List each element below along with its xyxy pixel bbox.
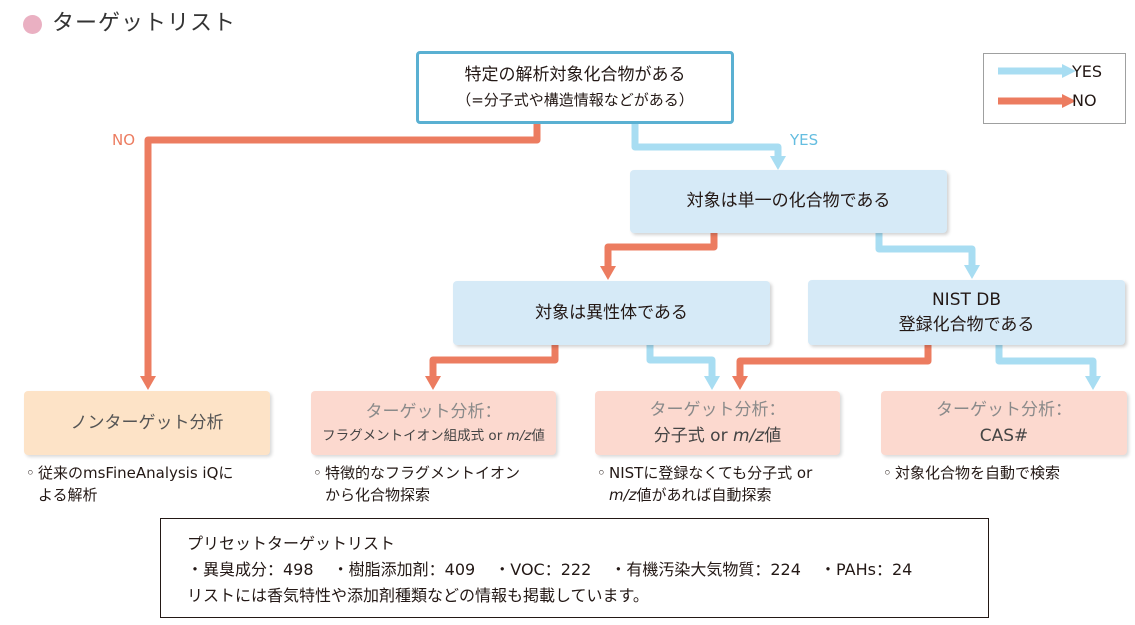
note-formula-line2-rest: 値があれば自動探索 [636, 486, 772, 504]
preset-footer: リストには香気特性や添加剤種類などの情報も掲載しています。 [187, 586, 649, 605]
note-nontarget-bullet: ◦ [26, 464, 35, 482]
title-bullet-dot [23, 15, 42, 34]
preset-item-air-pollutant: ・有機汚染大気物質：224 [610, 560, 801, 579]
note-formula-line1-text: NISTに登録なくても分子式 or [609, 464, 813, 482]
arrow-isomer-yes-head [704, 376, 720, 390]
note-fragment-line2: から化合物探索 [325, 486, 431, 504]
arrow-single-no-line [604, 233, 718, 266]
note-nontarget-line1: ◦従来のmsFineAnalysis iQに [26, 462, 233, 484]
result-formula-sub-suffix: 値 [764, 426, 782, 446]
arrow-nistdb-no-line [736, 345, 932, 376]
arrow-isomer-no-line [429, 345, 559, 376]
question-nist-db-line2: 登録化合物である [898, 314, 1035, 335]
note-fragment-line1-text: 特徴的なフラグメントイオン [325, 464, 521, 482]
note-cas-line1-text: 対象化合物を自動で検索 [895, 464, 1061, 482]
legend-no-arrow-head [1062, 94, 1076, 108]
edge-label-yes: YES [790, 131, 819, 149]
note-fragment-line1: ◦特徴的なフラグメントイオン [313, 462, 520, 484]
arrow-single-yes-head [964, 265, 980, 279]
question-isomer-label: 対象は異性体である [535, 302, 688, 323]
note-nontarget: ◦従来のmsFineAnalysis iQに よる解析 [26, 462, 233, 506]
note-nontarget-line1-text: 従来のmsFineAnalysis iQに [38, 464, 234, 482]
note-nontarget-line2: よる解析 [38, 486, 98, 504]
note-formula: ◦NISTに登録なくても分子式 or m/z値があれば自動探索 [597, 462, 812, 506]
arrow-nistdb-no-head [732, 376, 748, 390]
result-fragment-sub-prefix: フラグメントイオン組成式 or [322, 428, 507, 444]
question-single-compound: 対象は単一の化合物である [630, 170, 947, 233]
result-nontarget-analysis: ノンターゲット分析 [24, 391, 270, 455]
result-nontarget-label: ノンターゲット分析 [70, 413, 224, 433]
legend: YES NO [983, 53, 1126, 124]
arrow-nistdb-yes-line [995, 345, 1097, 376]
legend-yes-label: YES [1072, 62, 1103, 81]
note-formula-line1: ◦NISTに登録なくても分子式 or [597, 462, 812, 484]
arrow-start-yes-line [631, 124, 782, 156]
note-cas-line1: ◦対象化合物を自動で検索 [883, 462, 1060, 484]
preset-target-list-box: プリセットターゲットリスト ・異臭成分：498 ・樹脂添加剤：409 ・VOC：… [160, 518, 989, 618]
legend-no-label: NO [1072, 91, 1097, 110]
arrow-start-no-line [144, 124, 541, 376]
page-title: ターゲットリスト [52, 11, 237, 36]
start-node-line2: （=分子式や構造情報などがある） [456, 91, 694, 109]
preset-item-resin-additive: ・樹脂添加剤：409 [332, 560, 476, 579]
arrow-nistdb-yes-head [1085, 376, 1101, 390]
note-cas-bullet: ◦ [883, 464, 892, 482]
arrow-single-no-head [600, 266, 616, 280]
note-formula-bullet: ◦ [597, 464, 606, 482]
preset-items: ・異臭成分：498 ・樹脂添加剤：409 ・VOC：222 ・有機汚染大気物質：… [187, 558, 926, 582]
note-formula-line2: m/z値があれば自動探索 [597, 484, 812, 506]
preset-item-pahs: ・PAHs：24 [820, 560, 913, 579]
result-fragment-title: ターゲット分析： [365, 402, 502, 422]
note-cas: ◦対象化合物を自動で検索 [883, 462, 1060, 484]
arrow-isomer-yes-line [646, 345, 716, 376]
note-fragment: ◦特徴的なフラグメントイオン から化合物探索 [313, 462, 520, 506]
question-nist-db-line1: NIST DB [931, 289, 1002, 310]
preset-item-voc: ・VOC：222 [494, 560, 592, 579]
legend-yes-arrow-head [1062, 64, 1076, 78]
result-formula-sub-prefix: 分子式 or [653, 426, 733, 446]
result-formula-target: ターゲット分析： 分子式 or m/z値 [595, 391, 840, 455]
result-fragment-sub: フラグメントイオン組成式 or m/z値 [322, 425, 545, 447]
result-fragment-sub-mz: m/z [506, 428, 532, 444]
start-node-line1: 特定の解析対象化合物がある [464, 65, 686, 85]
question-single-compound-label: 対象は単一の化合物である [686, 191, 891, 211]
arrow-start-no-head [140, 376, 156, 390]
result-formula-sub: 分子式 or m/z値 [654, 423, 781, 449]
arrow-single-yes-line [875, 233, 976, 265]
result-cas-sub: CAS# [979, 426, 1029, 446]
result-cas-title: ターゲット分析： [936, 400, 1072, 420]
question-nist-db: NIST DB 登録化合物である [808, 280, 1125, 345]
note-formula-line2-mz: m/z [609, 486, 637, 504]
result-cas-target: ターゲット分析： CAS# [881, 391, 1127, 455]
start-node: 特定の解析対象化合物がある （=分子式や構造情報などがある） [416, 51, 734, 124]
result-formula-sub-mz: m/z [732, 426, 765, 446]
legend-no-arrow-icon [998, 94, 1076, 108]
arrow-isomer-no-head [425, 376, 441, 390]
edge-label-no: NO [112, 131, 136, 149]
result-fragment-sub-suffix: 値 [531, 428, 545, 444]
note-fragment-bullet: ◦ [313, 464, 322, 482]
result-fragment-target: ターゲット分析： フラグメントイオン組成式 or m/z値 [311, 391, 556, 455]
legend-yes-arrow-icon [998, 64, 1076, 78]
preset-item-odor: ・異臭成分：498 [187, 560, 314, 579]
arrow-start-yes-head [770, 156, 786, 170]
result-formula-title: ターゲット分析： [649, 400, 786, 420]
preset-title: プリセットターゲットリスト [187, 534, 396, 553]
question-isomer: 対象は異性体である [453, 281, 770, 345]
